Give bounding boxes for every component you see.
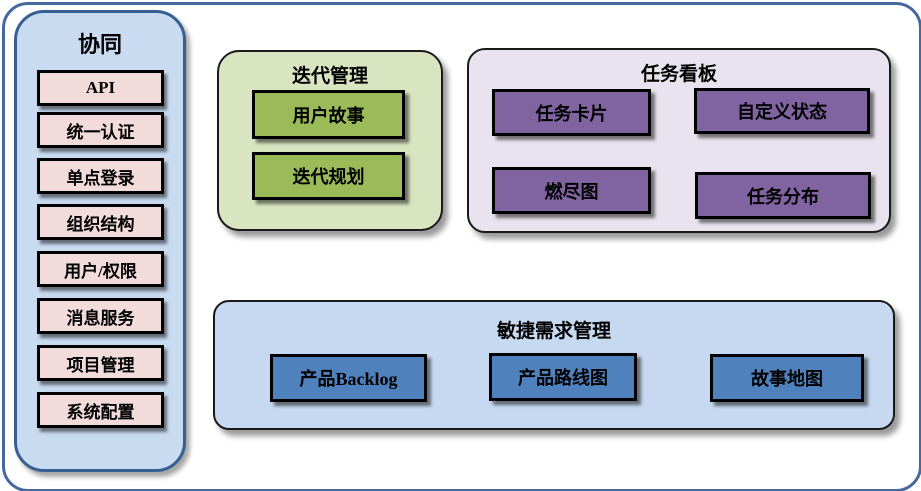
sidebar-item-system-config: 系统配置: [37, 392, 164, 428]
collaboration-panel: 协同 API 统一认证 单点登录 组织结构 用户/权限 消息服务 项目管理 系统…: [14, 10, 186, 472]
task-board-group: 任务看板 任务卡片 自定义状态 燃尽图 任务分布: [467, 48, 891, 233]
box-task-distribution: 任务分布: [695, 172, 871, 219]
iteration-management-title: 迭代管理: [291, 66, 368, 87]
sidebar-item-api: API: [37, 70, 164, 106]
box-iteration-planning: 迭代规划: [252, 152, 405, 200]
sidebar-item-user-permissions: 用户/权限: [37, 251, 164, 287]
box-custom-status: 自定义状态: [694, 88, 870, 134]
box-product-roadmap: 产品路线图: [489, 353, 637, 401]
agile-requirements-title: 敏捷需求管理: [496, 321, 611, 342]
box-story-map: 故事地图: [710, 354, 864, 402]
task-board-title: 任务看板: [640, 64, 717, 85]
box-burndown-chart: 燃尽图: [492, 167, 651, 214]
box-user-story: 用户故事: [252, 90, 405, 139]
sidebar-item-unified-auth: 统一认证: [37, 112, 164, 148]
sidebar-item-project-management: 项目管理: [37, 345, 164, 381]
iteration-management-group: 迭代管理 用户故事 迭代规划: [217, 50, 443, 231]
box-task-card: 任务卡片: [492, 89, 651, 136]
sidebar-item-sso: 单点登录: [37, 158, 164, 194]
box-product-backlog: 产品Backlog: [270, 354, 427, 402]
agile-requirements-group: 敏捷需求管理 产品Backlog 产品路线图 故事地图: [213, 300, 895, 430]
sidebar-item-message-service: 消息服务: [37, 298, 164, 334]
collaboration-panel-title: 协同: [77, 32, 122, 57]
sidebar-item-org-structure: 组织结构: [37, 204, 164, 240]
